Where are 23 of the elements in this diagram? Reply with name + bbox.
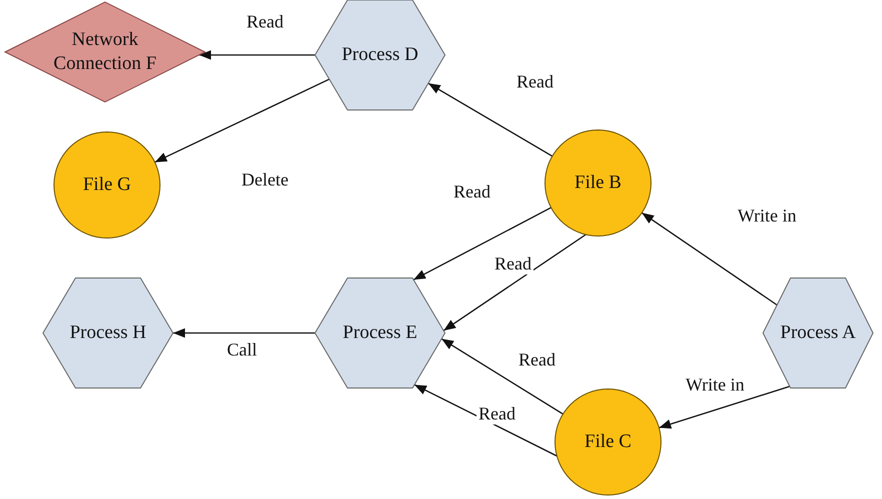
- arrow: [173, 328, 315, 338]
- arrow: [428, 82, 553, 157]
- node-label: File G: [82, 173, 132, 197]
- arrow: [641, 212, 778, 306]
- arrow: [658, 386, 790, 429]
- arrow: [441, 338, 564, 415]
- hexagon-node: [315, 0, 445, 110]
- arrow: [443, 234, 586, 332]
- arrow: [199, 50, 315, 60]
- node-label: Process H: [68, 321, 148, 345]
- hexagon-node: [43, 278, 173, 388]
- arrow: [414, 384, 558, 457]
- hexagon-node: [763, 278, 873, 388]
- node-label: Process D: [340, 43, 420, 67]
- node-label: File C: [584, 430, 632, 454]
- node-label: Network Connection F: [52, 28, 158, 76]
- arrow: [413, 207, 552, 280]
- node-label: Process A: [779, 321, 857, 345]
- hexagon-node: [315, 278, 445, 388]
- diamond-node: [5, 2, 205, 102]
- node-label: File B: [574, 171, 622, 195]
- node-label: Process E: [342, 321, 418, 345]
- arrow: [154, 78, 330, 163]
